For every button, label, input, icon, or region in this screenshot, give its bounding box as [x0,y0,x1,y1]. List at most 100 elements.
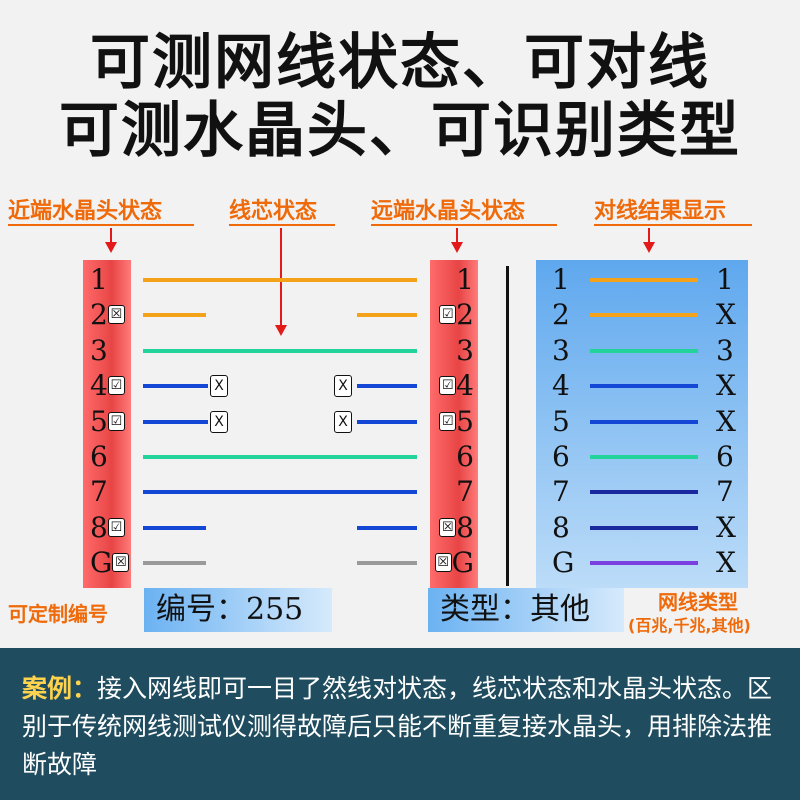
core-wire-7-0 [143,525,206,530]
near-pin-label: 6 [90,440,108,473]
near-pin-4: 5☑ [90,405,125,439]
case-text-block: 案例：接入网线即可一目了然线对状态，线芯状态和水晶头状态。区别于传统网线测试仪测… [22,670,782,784]
core-wire-2-0 [143,348,417,353]
far-pin-label: 8 [456,510,474,544]
result-left-5: 6 [552,440,570,473]
core-wire-7-1 [357,525,417,530]
near-pin-label: 5 [90,404,108,438]
near-pin-label: 1 [90,263,108,296]
result-wire-3 [590,384,698,389]
far-pin-4: ☑5 [439,405,474,439]
core-wire-8-0 [143,561,206,566]
near-plug-label: 近端水晶头状态 [8,199,163,224]
result-right-3: X [716,369,736,403]
far-plug-label: 远端水晶头状态 [371,199,526,224]
result-left-0: 1 [552,263,570,296]
cross-icon: ☒ [112,553,130,573]
result-right-6: 7 [716,475,734,509]
far-pin-label: 1 [456,263,474,296]
far-pin-2: 3 [456,334,474,368]
core-wire-3-0 [143,384,208,389]
near-pin-2: 3 [90,334,108,368]
far-pin-label: 4 [456,369,474,403]
core-wire-3-1 [357,384,417,389]
cross-icon: ☒ [107,305,125,325]
near-pin-8: G☒ [90,546,130,580]
near-pin-label: 8 [90,510,108,544]
result-right-2: 3 [716,333,734,367]
far-pin-8: ☒G [434,546,474,580]
core-wire-5-0 [143,455,417,459]
result-wire-7 [590,525,698,530]
case-panel: 案例：接入网线即可一目了然线对状态，线芯状态和水晶头状态。区别于传统网线测试仪测… [0,648,800,800]
result-wire-5 [590,455,698,459]
result-left-3: 4 [552,369,570,403]
result-wire-0 [590,278,698,282]
near-plug-underline [8,224,194,226]
result-left-7: 8 [552,510,570,544]
far-pin-label: 3 [456,333,474,367]
core-wire-8-1 [357,561,417,566]
near-pin-label: 7 [90,475,108,509]
core-wire-1-1 [357,313,417,318]
headline-line-2: 可测水晶头、可识别类型 [59,96,741,166]
result-left-6: 7 [552,475,570,509]
result-wire-1 [590,313,698,318]
custom-number-label: 可定制编号 [8,602,108,626]
result-arrow-line [648,228,650,242]
type-box: 类型：其他 [428,588,624,632]
core-wire-4-0 [143,419,208,424]
result-left-8: G [552,546,575,580]
result-label: 对线结果显示 [594,199,727,224]
result-left-1: 2 [552,298,570,332]
far-pin-0: 1 [456,263,474,297]
cable-type-title: 网线类型 [658,590,738,614]
case-body: 接入网线即可一目了然线对状态，线芯状态和水晶头状态。区别于传统网线测试仪测得故障… [22,674,773,779]
result-left-4: 5 [552,404,570,438]
check-icon: ☑ [439,411,457,431]
core-wire-6-0 [143,490,417,495]
near-plug-arrow-line [110,228,112,242]
result-right-0: 1 [716,263,734,296]
result-right-5: 6 [716,440,734,473]
result-right-4: X [716,404,736,438]
far-pin-7: ☒8 [439,511,474,545]
near-pin-label: 2 [90,298,108,332]
check-icon: ☑ [439,305,457,325]
far-pin-6: 7 [456,475,474,509]
far-plug-arrow-icon [451,242,463,253]
near-pin-label: 3 [90,333,108,367]
far-pin-5: 6 [456,440,474,474]
cable-type-options: (百兆,千兆,其他) [628,616,751,635]
cross-icon: ☒ [434,553,452,573]
far-pin-label: 5 [456,404,474,438]
core-wire-0-0 [143,278,417,282]
break-x-icon: X [210,410,228,433]
near-pin-label: 4 [90,369,108,403]
panel-divider [506,266,509,586]
near-pin-3: 4☑ [90,369,125,403]
core-underline [229,224,335,226]
far-pin-3: ☑4 [439,369,474,403]
case-heading: 案例： [22,674,98,703]
check-icon: ☑ [107,517,125,537]
break-x-icon: X [334,375,352,398]
check-icon: ☑ [439,376,457,396]
cross-icon: ☒ [439,517,457,537]
far-pin-label: G [451,546,474,580]
result-right-1: X [716,298,736,332]
result-right-7: X [716,510,736,544]
far-pin-1: ☑2 [439,298,474,332]
near-pin-6: 7 [90,475,108,509]
check-icon: ☑ [107,411,125,431]
result-underline [594,224,752,226]
near-plug-arrow-icon [105,242,117,253]
core-wire-1-0 [143,313,206,318]
result-wire-8 [590,561,698,566]
result-wire-6 [590,490,698,495]
core-label: 线芯状态 [229,199,318,224]
result-wire-2 [590,348,698,353]
near-pin-5: 6 [90,440,108,474]
result-wire-4 [590,419,698,424]
far-pin-label: 7 [456,475,474,509]
